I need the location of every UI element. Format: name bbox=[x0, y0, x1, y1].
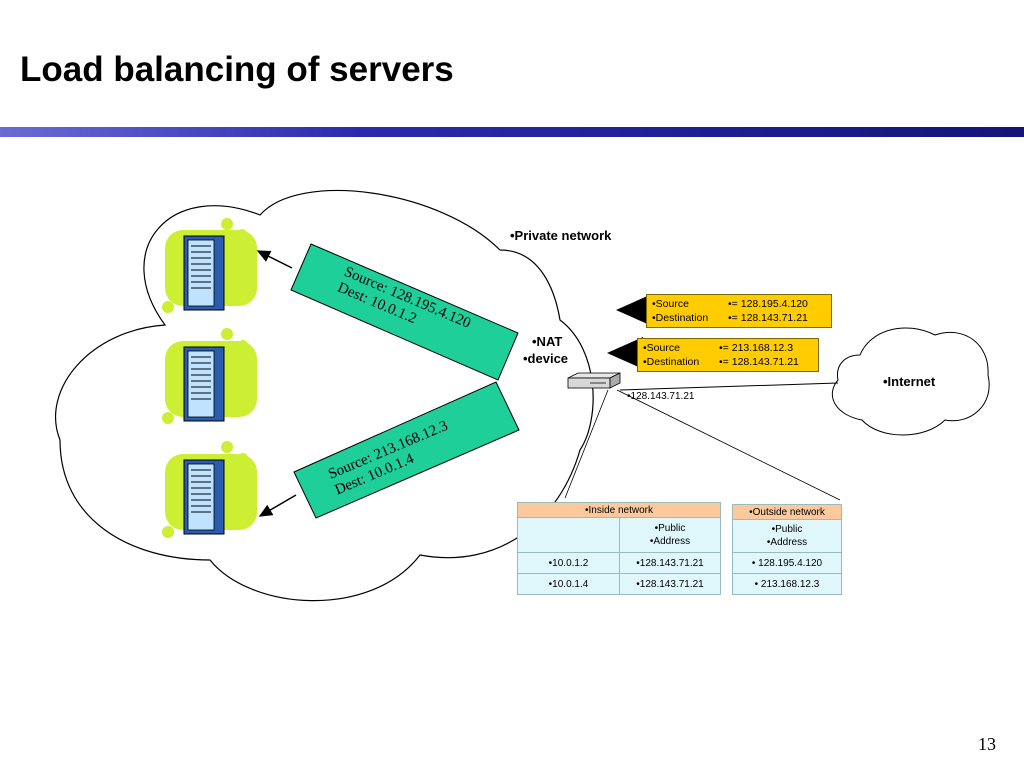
page-number: 13 bbox=[978, 734, 996, 754]
packet-upper-dest-key: •Destination bbox=[652, 312, 709, 324]
title-divider-bar bbox=[0, 127, 1024, 137]
arrow-to-server-3 bbox=[258, 494, 297, 517]
inside-table-row1-public: •128.143.71.21 bbox=[619, 552, 721, 574]
inside-table-public-line1: •Public bbox=[654, 523, 686, 534]
nat-label-line1: •NAT bbox=[532, 334, 563, 349]
outside-table-public-line1: •Public bbox=[771, 524, 803, 535]
outside-table-row1: • 128.195.4.120 bbox=[732, 552, 842, 574]
nat-to-internet-link bbox=[619, 382, 839, 391]
packet-lower-source-key: •Source bbox=[643, 342, 680, 354]
inside-table-public-line2: •Address bbox=[649, 536, 691, 547]
inside-table-empty-cell bbox=[517, 517, 620, 553]
packet-lower-dest-value: •= 128.143.71.21 bbox=[719, 356, 799, 368]
inside-table-row1-inside: •10.0.1.2 bbox=[517, 552, 620, 574]
table-row: • 128.195.4.120 bbox=[732, 552, 842, 574]
server-3-icon bbox=[162, 441, 257, 538]
outside-table-public-line2: •Address bbox=[766, 537, 808, 548]
table-row: • 213.168.12.3 bbox=[732, 573, 842, 595]
outside-table-public-header: •Public •Address bbox=[732, 519, 842, 553]
nat-device-icon bbox=[567, 372, 621, 389]
inside-table-public-header: •Public •Address bbox=[619, 517, 721, 553]
packet-upper-source-value: •= 128.195.4.120 bbox=[728, 298, 808, 310]
nat-to-outside-table-line bbox=[616, 389, 841, 501]
packet-to-server-1 bbox=[290, 243, 519, 381]
nat-ip-label: •128.143.71.21 bbox=[627, 391, 695, 402]
packet-upper-box: •Source •= 128.195.4.120 •Destination •= 1… bbox=[646, 294, 832, 328]
private-network-label: •Private network bbox=[510, 228, 612, 243]
nat-to-inside-table-line bbox=[564, 389, 609, 499]
outside-table-header: •Outside network bbox=[732, 504, 842, 520]
inside-table-header: •Inside network bbox=[517, 502, 721, 518]
outside-network-table: •Outside network •Public •Address • 128.… bbox=[732, 504, 842, 595]
slide-title: Load balancing of servers bbox=[20, 50, 454, 89]
packet-to-server-3 bbox=[293, 381, 520, 519]
server-2-icon bbox=[162, 328, 257, 424]
table-row: •10.0.1.2 •128.143.71.21 bbox=[517, 552, 721, 574]
table-row: •10.0.1.4 •128.143.71.21 bbox=[517, 573, 721, 595]
inside-network-table: •Inside network •Public •Address •10.0.1… bbox=[517, 502, 721, 595]
arrow-to-server-1 bbox=[256, 250, 293, 269]
packet-lower-source-value: •= 213.168.12.3 bbox=[719, 342, 794, 354]
packet-lower-dest-key: •Destination bbox=[643, 356, 700, 368]
nat-label-line2: •device bbox=[523, 351, 569, 366]
internet-label: •Internet bbox=[883, 374, 936, 389]
server-1-icon bbox=[162, 218, 257, 313]
inside-table-row2-inside: •10.0.1.4 bbox=[517, 573, 620, 595]
packet-upper-dest-value: •= 128.143.71.21 bbox=[728, 312, 808, 324]
outside-table-row2: • 213.168.12.3 bbox=[732, 573, 842, 595]
packet-lower-box: •Source •= 213.168.12.3 •Destination •= 12… bbox=[637, 338, 819, 372]
inside-table-row2-public: •128.143.71.21 bbox=[619, 573, 721, 595]
packet-upper-source-key: •Source bbox=[652, 298, 689, 310]
